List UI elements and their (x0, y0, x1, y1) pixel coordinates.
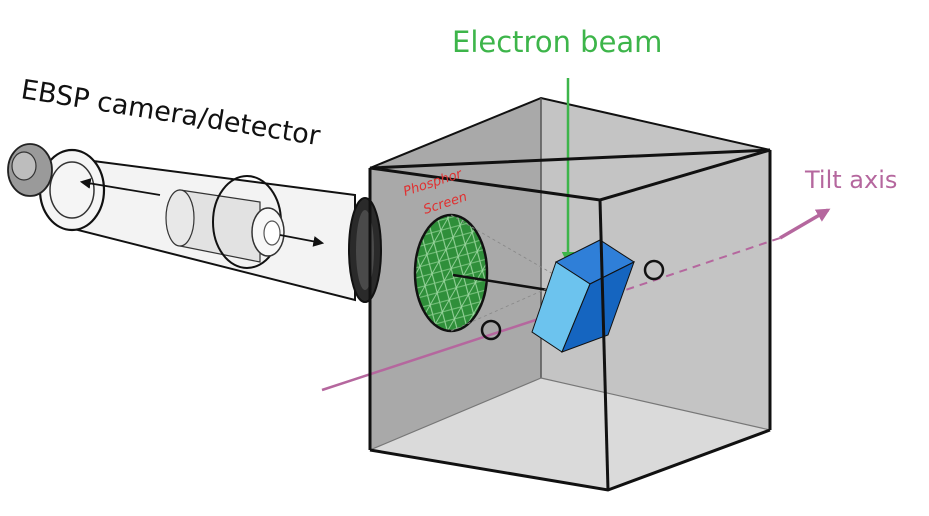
label-tilt-axis: Tilt axis (804, 166, 897, 194)
specimen-chamber (369, 96, 771, 490)
screen-support-rod (452, 273, 549, 292)
chamber-front-edges (368, 148, 772, 492)
chamber-top-front-edges (369, 148, 771, 202)
camera-arrow-back (79, 178, 161, 196)
chamber-center-front-edge (598, 199, 610, 491)
phosphor-screen-disc (413, 213, 489, 333)
chamber-back-wall (541, 98, 770, 430)
chamber-bottom-front-edges (369, 428, 771, 492)
camera-end-cap-ring (49, 161, 95, 219)
camera-arrow-forward (279, 234, 325, 247)
pattern-cone-bottom (450, 284, 556, 332)
ebsp-camera-detector (7, 143, 382, 303)
phosphor-screen (413, 213, 556, 333)
chamber-floor-edge-left (369, 377, 542, 451)
tilt-axis-front-segment (321, 310, 561, 392)
label-ebsp-camera: EBSP camera/detector (19, 74, 323, 152)
chamber-floor-edge-back (540, 377, 771, 431)
lens-aperture (263, 220, 281, 246)
sample-specimen (531, 239, 636, 353)
tilt-axis-dashed-segment (559, 237, 781, 313)
inner-cylinder-end (165, 189, 195, 247)
tilt-pivot-back (643, 259, 665, 281)
tilt-pivot-front (480, 319, 502, 341)
tilt-axis-arrow (779, 208, 831, 240)
label-electron-beam: Electron beam (452, 25, 662, 59)
pattern-cone-top (450, 214, 556, 276)
camera-knob-cap (11, 151, 37, 181)
tilt-axis (321, 208, 831, 392)
chamber-floor (370, 378, 770, 490)
sample-side-face (561, 260, 635, 353)
